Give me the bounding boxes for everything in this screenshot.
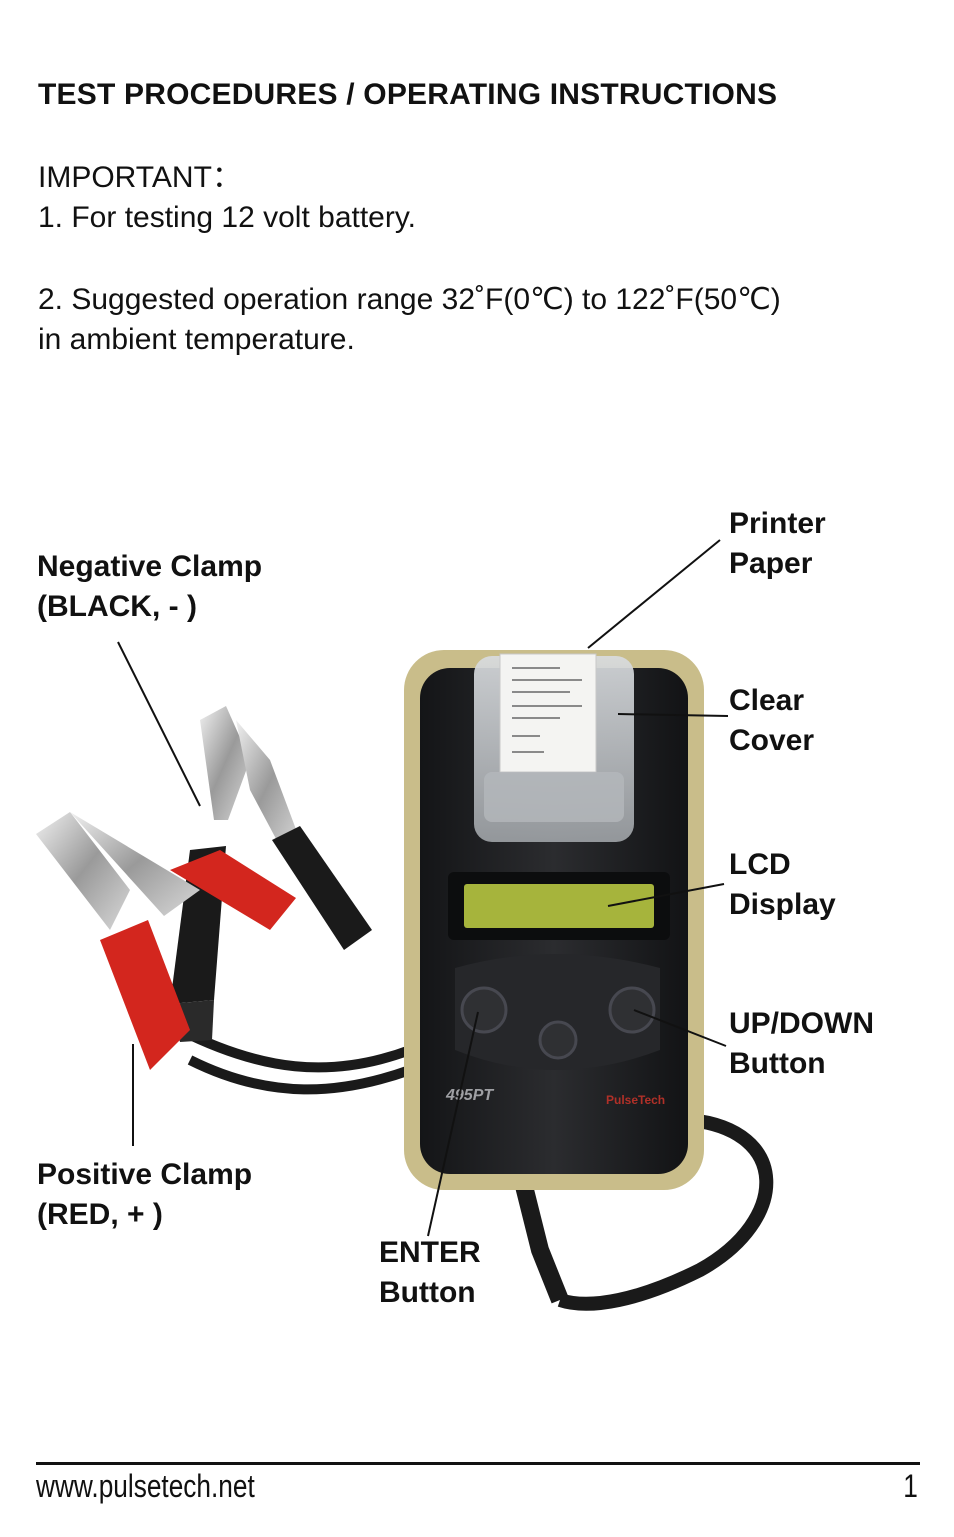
important-title: IMPORTANT：	[38, 161, 242, 194]
negative-clamp	[170, 706, 372, 1042]
label-positive-clamp: Positive Clamp (RED, + )	[37, 1158, 253, 1231]
printer-paper	[499, 653, 597, 773]
label-lcd-display: LCD Display	[729, 848, 836, 921]
center-button[interactable]	[538, 1020, 578, 1060]
label-enter-button: ENTER Button	[379, 1236, 481, 1309]
page-heading: TEST PROCEDURES / OPERATING INSTRUCTIONS	[38, 78, 778, 111]
up-down-button[interactable]	[608, 986, 656, 1034]
footer-url[interactable]: www.pulsetech.net	[36, 1468, 255, 1504]
page-number: 1	[903, 1468, 918, 1504]
label-clear-cover: Clear Cover	[729, 684, 815, 757]
important-item-1: 1. For testing 12 volt battery.	[38, 201, 416, 234]
label-up-down-button: UP/DOWN Button	[729, 1007, 874, 1080]
label-printer-paper: Printer Paper	[729, 507, 826, 580]
enter-button[interactable]	[460, 986, 508, 1034]
model-label: 495PT	[445, 1087, 494, 1104]
important-item-2-line-2: in ambient temperature.	[38, 323, 355, 356]
positive-clamp	[36, 812, 296, 1070]
important-item-2-line-1: 2. Suggested operation range 32˚F(0℃) to…	[38, 283, 781, 316]
lcd-screen	[464, 884, 654, 928]
footer-divider	[36, 1462, 920, 1465]
brand-label: PulseTech	[606, 1093, 665, 1107]
label-negative-clamp: Negative Clamp (BLACK, - )	[37, 550, 263, 623]
